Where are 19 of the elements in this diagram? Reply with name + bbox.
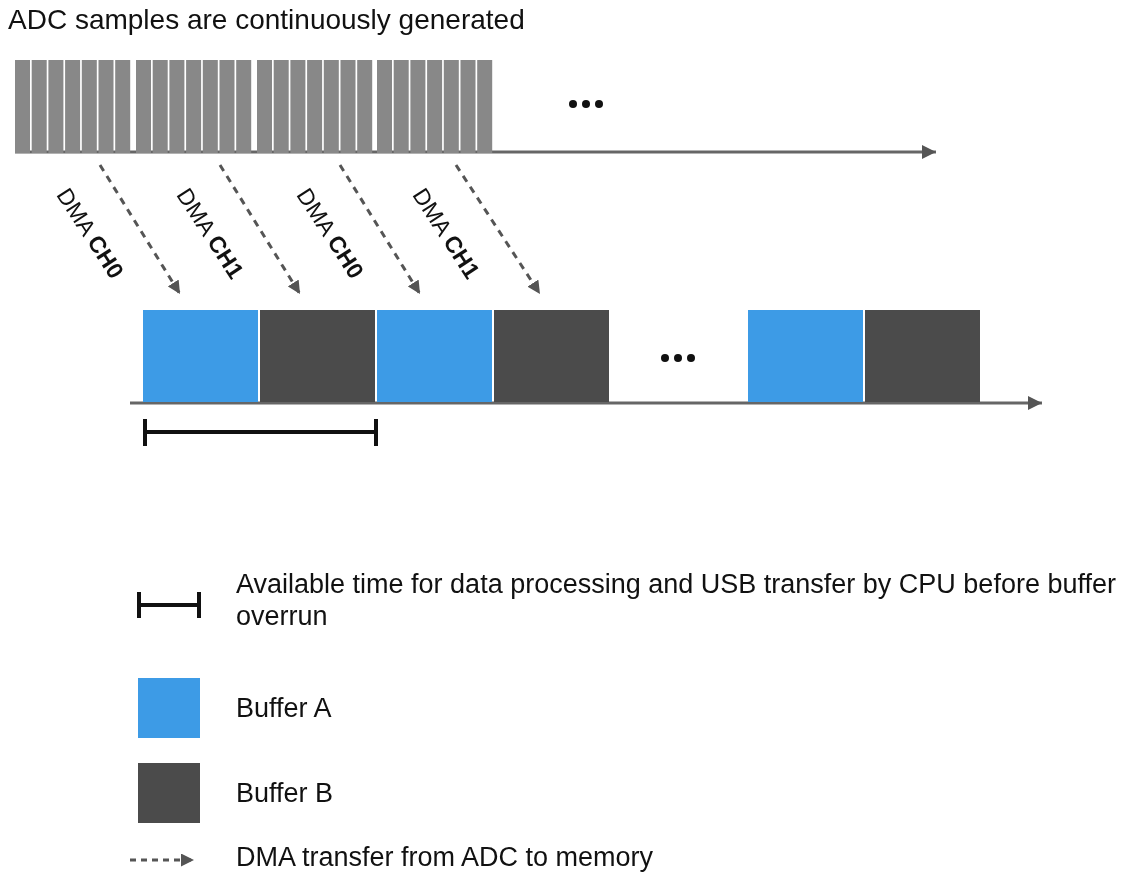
- sample-bars: [15, 60, 131, 153]
- legend-text: DMA transfer from ADC to memory: [236, 841, 655, 873]
- sample-bars: [257, 60, 373, 153]
- legend-text: Buffer A: [236, 692, 333, 724]
- title: ADC samples are continuously generated: [8, 4, 525, 36]
- buffer-block: [748, 310, 863, 402]
- sample-bars: [377, 60, 493, 153]
- buffer-block: [377, 310, 492, 402]
- sample-bars: [136, 60, 252, 153]
- dashed-arrow: [98, 164, 182, 295]
- dashed-arrow: [338, 164, 422, 295]
- legend-text: Buffer B: [236, 777, 335, 809]
- buffer-block: [143, 310, 258, 402]
- legend-text: Available time for data processing and USB transfer by CPU before buffer overrun: [236, 568, 1117, 632]
- dashed-arrow: [218, 164, 302, 295]
- buffer-block: [260, 310, 375, 402]
- buffer-block: [494, 310, 609, 402]
- dashed-arrow: [454, 164, 542, 295]
- buffer-block: [865, 310, 980, 402]
